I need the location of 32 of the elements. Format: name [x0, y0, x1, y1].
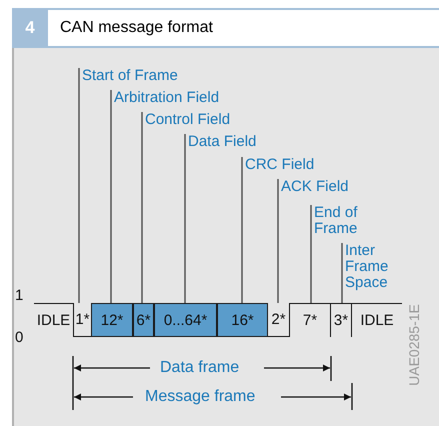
- bit-count: 2*: [268, 303, 290, 337]
- leader-line: [310, 205, 312, 303]
- leader-line: [341, 243, 343, 303]
- bit-field-box: 6*: [133, 303, 154, 337]
- bit-field-box: 12*: [91, 303, 133, 337]
- field-name: End of Frame: [311, 205, 361, 238]
- level-label: 0: [15, 329, 24, 346]
- field-name: Arbitration Field: [111, 90, 246, 107]
- dimension-label: Message frame: [145, 388, 256, 406]
- leader-line: [184, 134, 186, 303]
- bit-count: 7*: [290, 303, 331, 337]
- field-name: Inter Frame Space: [342, 243, 394, 292]
- figure-code: UAE0285-1E: [406, 304, 422, 386]
- leader-line: [141, 112, 143, 303]
- bit-count: IDLE: [34, 303, 73, 337]
- bit-field-box: 0...64*: [154, 303, 217, 337]
- field-name: ACK Field: [278, 179, 363, 196]
- leader-line: [110, 90, 112, 303]
- bit-count: 3*: [331, 303, 352, 337]
- dimension-label: Data frame: [160, 359, 240, 377]
- field-name: Data Field: [185, 134, 275, 151]
- leader-line: [241, 157, 243, 303]
- field-name: CRC Field: [242, 157, 327, 174]
- bit-count: IDLE: [352, 303, 402, 337]
- field-name: Control Field: [142, 112, 252, 129]
- leader-line: [78, 68, 80, 303]
- leader-line: [277, 179, 279, 303]
- figure-number: 4: [24, 17, 36, 39]
- title: CAN message format: [60, 19, 213, 37]
- field-name: Start of Frame: [79, 68, 209, 85]
- level-label: 1: [15, 287, 24, 304]
- bit-field-box: 16*: [217, 303, 268, 337]
